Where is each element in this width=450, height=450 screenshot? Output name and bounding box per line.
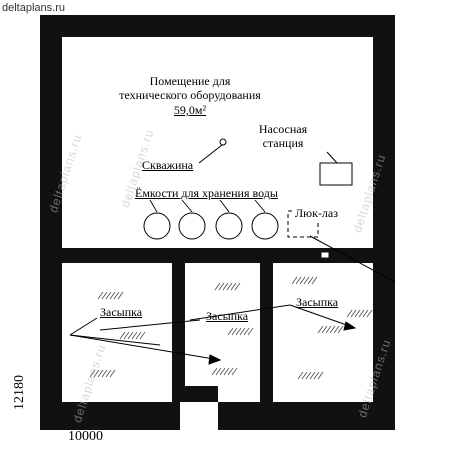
backfill-hatch-patch bbox=[214, 282, 241, 291]
backfill-hatch-patch bbox=[346, 309, 373, 318]
pump-station-box bbox=[319, 162, 353, 186]
tech-room-title: Помещение для технического оборудования … bbox=[100, 74, 280, 117]
dimension-height: 12180 bbox=[12, 375, 27, 410]
water-tank-3 bbox=[215, 212, 243, 240]
backfill-hatching bbox=[89, 276, 373, 380]
tech-room-title-line1: Помещение для bbox=[149, 74, 231, 88]
wall-top bbox=[40, 15, 395, 37]
water-tank-1 bbox=[143, 212, 171, 240]
wall-left bbox=[40, 15, 62, 430]
backfill-hatch-patch bbox=[211, 367, 238, 376]
water-tank-4 bbox=[251, 212, 279, 240]
water-tank-2 bbox=[178, 212, 206, 240]
wall-bottom-right bbox=[218, 402, 395, 430]
pump-station-label: Насосная станция bbox=[248, 122, 318, 151]
backfill-hatch-patch bbox=[227, 327, 254, 336]
wall-bottom-notch bbox=[180, 386, 218, 402]
backfill-hatch-patch bbox=[97, 291, 124, 300]
pump-station-line1: Насосная bbox=[258, 122, 308, 136]
wall-right bbox=[373, 15, 395, 430]
tech-room-title-line2: технического оборудования bbox=[119, 88, 261, 103]
backfill-label-1: Засыпка bbox=[100, 305, 143, 319]
wall-middle bbox=[40, 248, 395, 263]
dimension-width: 10000 bbox=[68, 429, 103, 444]
pump-station-line2: станция bbox=[262, 136, 304, 151]
backfill-hatch-patch bbox=[317, 325, 344, 334]
backfill-hatch-patch bbox=[297, 371, 324, 380]
backfill-hatch-patch bbox=[89, 369, 116, 378]
backfill-label-2: Засыпка bbox=[206, 309, 249, 323]
water-tanks-label: Ёмкости для хранения воды bbox=[135, 186, 278, 200]
tech-room-area: 59,0м² bbox=[173, 102, 207, 117]
backfill-arrows bbox=[69, 304, 357, 365]
well-marker bbox=[198, 138, 227, 164]
water-tanks bbox=[143, 212, 279, 240]
backfill-label-3: Засыпка bbox=[296, 295, 339, 309]
well-label: Скважина bbox=[142, 158, 194, 172]
site-label: deltaplans.ru bbox=[2, 2, 65, 14]
wall-bottom-left bbox=[40, 402, 180, 430]
hatch-label: Люк-лаз bbox=[295, 206, 338, 221]
wall-inner-1 bbox=[172, 263, 185, 402]
walls bbox=[40, 15, 395, 430]
backfill-hatch-patch bbox=[291, 276, 318, 285]
backfill-hatch-patch bbox=[119, 331, 146, 340]
wall-inner-2 bbox=[260, 263, 273, 402]
